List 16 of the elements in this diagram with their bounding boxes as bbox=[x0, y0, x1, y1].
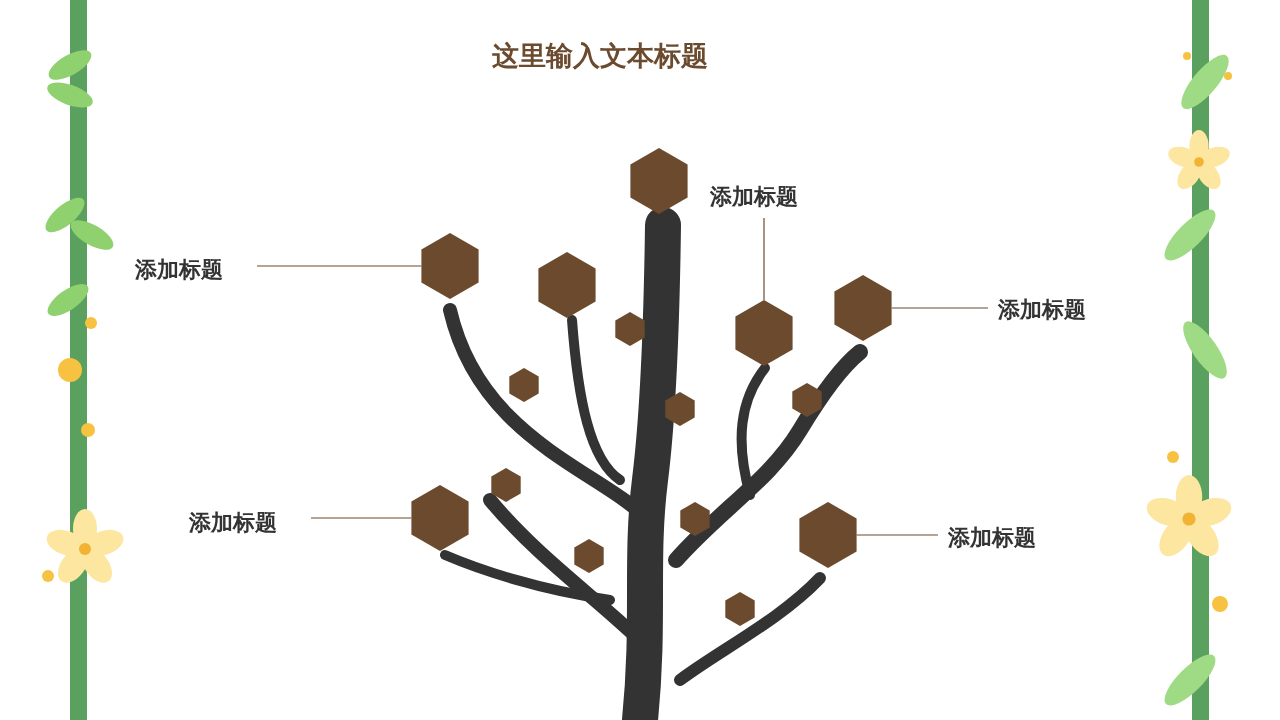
hexagon-marker bbox=[735, 300, 793, 366]
leader-line bbox=[310, 517, 413, 519]
label-text: 添加标题 bbox=[710, 184, 822, 210]
label-text: 添加标题 bbox=[948, 525, 1060, 551]
label-text: 添加标题 bbox=[189, 510, 301, 536]
hexagon-marker bbox=[834, 275, 892, 341]
title: 这里输入文本标题 bbox=[491, 39, 709, 73]
leader-line bbox=[256, 265, 423, 267]
hexagon-marker bbox=[421, 233, 479, 299]
label-text: 添加标题 bbox=[135, 257, 247, 283]
label-text: 添加标题 bbox=[998, 297, 1110, 323]
hexagon-marker bbox=[411, 485, 469, 551]
leader-line bbox=[856, 534, 939, 536]
hexagon-marker bbox=[799, 502, 857, 568]
leader-line bbox=[763, 217, 765, 301]
leader-line bbox=[891, 307, 989, 309]
